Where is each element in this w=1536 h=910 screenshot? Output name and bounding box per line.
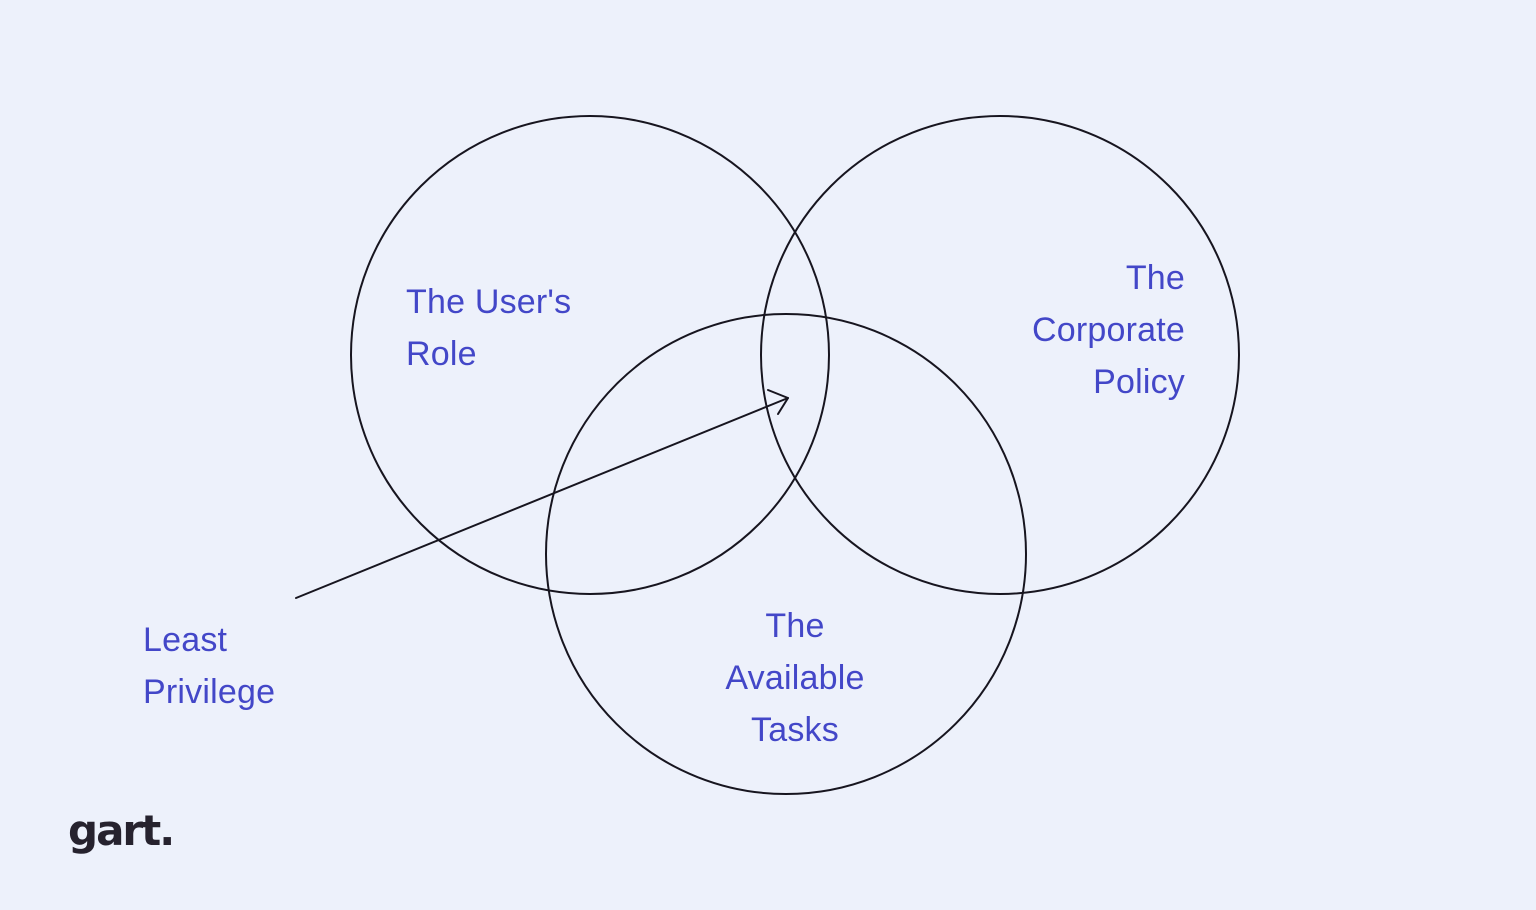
label-line: The User's <box>406 283 572 321</box>
circle-label-users-role: The User's Role <box>406 276 571 380</box>
label-line: Privilege <box>143 673 276 711</box>
circle-label-corporate-policy: The Corporate Policy <box>1032 252 1185 408</box>
least-privilege-arrow-line <box>295 397 789 599</box>
label-line: Tasks <box>751 711 839 749</box>
circle-label-available-tasks: The Available Tasks <box>725 600 864 756</box>
label-line: The <box>1125 259 1185 297</box>
circle-available-tasks <box>545 313 1027 795</box>
least-privilege-annotation: Least Privilege <box>143 614 275 718</box>
circle-users-role <box>350 115 830 595</box>
label-line: Corporate <box>1032 311 1185 349</box>
gart-logo: gart. <box>68 806 175 855</box>
circle-corporate-policy <box>760 115 1240 595</box>
label-line: Role <box>406 335 477 373</box>
label-line: The <box>765 607 825 645</box>
label-line: Policy <box>1093 363 1185 401</box>
label-line: Least <box>143 621 228 659</box>
label-line: Available <box>725 659 865 697</box>
least-privilege-arrowhead-icon <box>767 389 789 415</box>
